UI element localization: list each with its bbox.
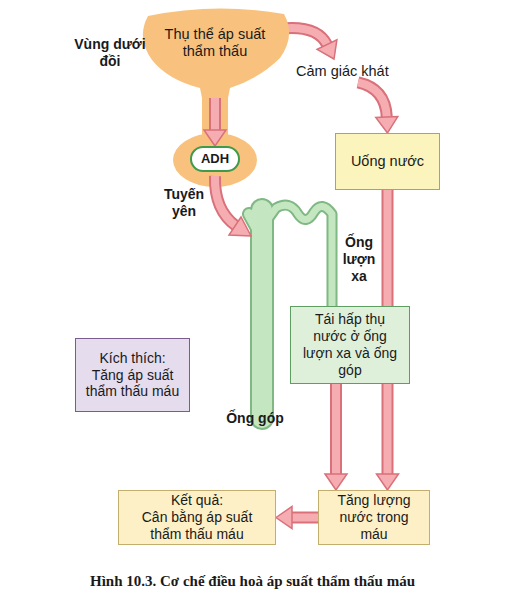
hormone-oval: ADH [190,146,240,172]
flow-arrow [138,364,190,386]
process-box: Tái hấp thụ nước ở ống lượn xa và ống gó… [290,306,410,384]
result-box: Kết quả:Cân bằng áp suất thẩm thấu máu [118,490,276,545]
duct-label: Ống góp [222,410,288,427]
stimulus-box: Kích thích:Tăng áp suất thẩm thấu máu [75,338,190,412]
figure-caption: Hình 10.3. Cơ chế điều hoà áp suất thẩm … [0,572,505,590]
flow-arrow [325,384,347,490]
process-box: Tăng lượng nước trong máu [318,490,430,545]
box-text: Tái hấp thụ nước ở ống lượn xa và ống gó… [299,311,401,378]
hormone-arrow [215,176,251,236]
process-box: Uống nước [335,133,440,190]
box-text: ADH [201,151,229,167]
gland-label: Tuyến yên [156,186,212,220]
edge-label: Cảm giác khát [296,63,389,80]
box-text: Thụ thể áp suất thẩm thấu [154,26,276,61]
box-text: Tăng áp suất thẩm thấu máu [80,367,185,401]
flow-arrow [204,92,226,146]
receptor-shape: Thụ thể áp suất thẩm thấu [138,8,292,98]
flow-arrow [276,507,318,529]
box-heading: Kết quả: [171,492,223,509]
box-text: Tăng lượng nước trong máu [325,492,423,542]
box-text: Uống nước [351,153,424,170]
region-label: Vùng dưới đồi [68,36,152,70]
flow-arrow [377,190,399,490]
tubule-label: Ống lượn xa [338,234,380,284]
box-text: Cân bằng áp suất thẩm thấu máu [133,509,261,543]
box-heading: Kích thích: [99,350,165,367]
flow-arrow [270,28,398,133]
